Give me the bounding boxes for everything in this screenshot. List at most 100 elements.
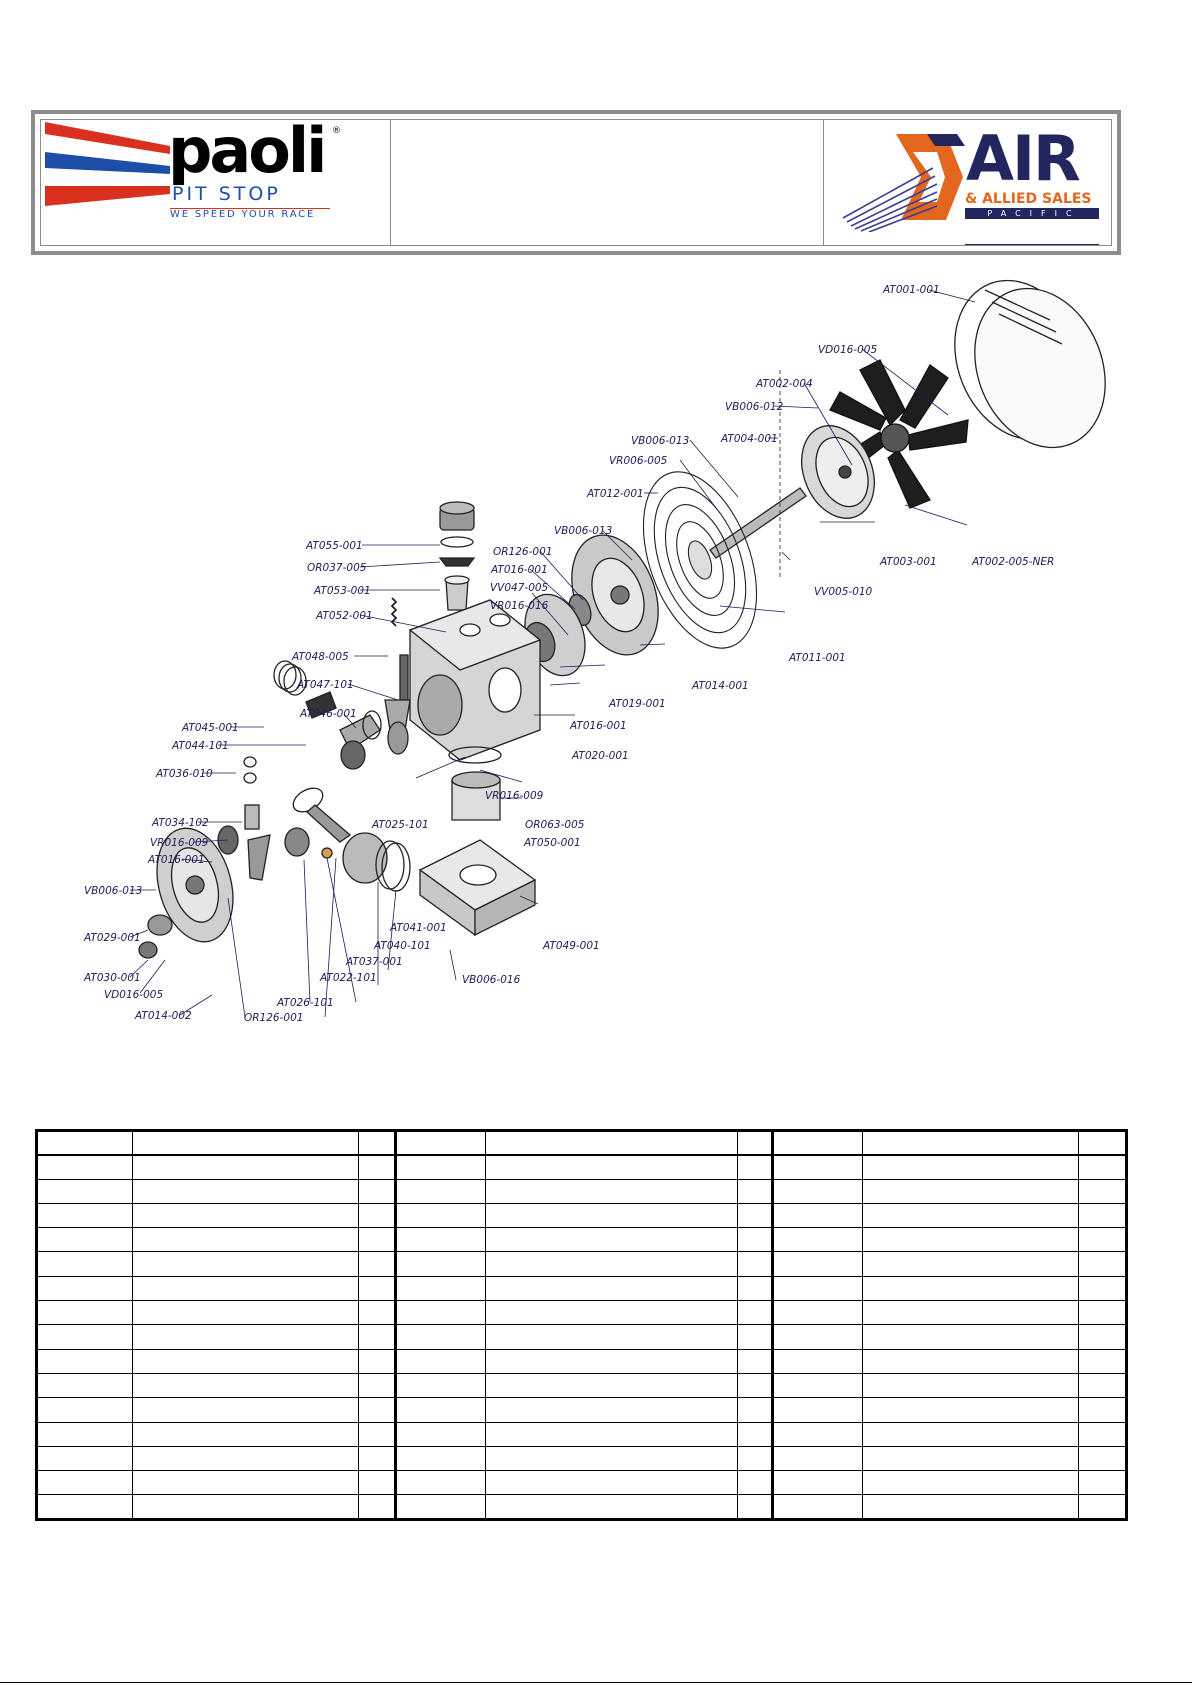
table-cell: [358, 1300, 396, 1326]
table-cell: [394, 1202, 486, 1229]
table-cell: [737, 1494, 773, 1520]
part-label: AT002-005-NER: [972, 556, 1055, 568]
table-cell: [771, 1202, 863, 1229]
table-cell: [132, 1445, 359, 1472]
table-cell: [394, 1251, 486, 1277]
shaft-drawing: [709, 370, 807, 580]
table-cell: [394, 1154, 486, 1180]
table-cell: [862, 1227, 1079, 1253]
part-label: OR126-001: [244, 1012, 304, 1024]
part-label: AT036-010: [156, 768, 213, 780]
table-row: [36, 1178, 1127, 1204]
table-cell: [394, 1445, 486, 1472]
table-cell: [358, 1397, 396, 1423]
table-cell: [36, 1421, 133, 1447]
parts-list-table: [35, 1129, 1128, 1521]
table-cell: [1078, 1275, 1127, 1302]
table-cell: [394, 1227, 486, 1253]
part-label: VR016-016: [490, 600, 549, 612]
paoli-slogan: WE SPEED YOUR RACE: [170, 208, 330, 220]
table-cell: [1078, 1470, 1127, 1496]
table-cell: [737, 1300, 773, 1326]
table-cell: [132, 1275, 359, 1302]
part-label: AT053-001: [314, 585, 371, 597]
title-block-frame: paoli ® PIT STOP WE SPEED YOUR RACE AIR …: [40, 119, 1112, 246]
table-cell: [358, 1470, 396, 1496]
table-cell: [394, 1300, 486, 1326]
table-cell: [485, 1154, 738, 1180]
table-cell: [358, 1154, 396, 1180]
exploded-view-diagram: AT001-001 VD016-005 AT002-004 VB006-012 …: [0, 260, 1192, 1050]
title-block-divider-right: [823, 120, 824, 245]
table-cell: [771, 1300, 863, 1326]
table-row: [36, 1494, 1127, 1520]
table-cell: [36, 1494, 133, 1520]
table-cell: [862, 1494, 1079, 1520]
table-cell: [132, 1397, 359, 1423]
part-label: VD016-005: [818, 344, 878, 356]
table-cell: [36, 1154, 133, 1180]
table-cell: [394, 1494, 486, 1520]
table-cell: [132, 1348, 359, 1374]
part-label: AT019-001: [609, 698, 666, 710]
table-cell: [485, 1129, 738, 1156]
table-cell: [132, 1251, 359, 1277]
table-cell: [737, 1275, 773, 1302]
table-cell: [862, 1300, 1079, 1326]
cylinder-drawing: [448, 746, 502, 821]
table-cell: [394, 1348, 486, 1374]
table-cell: [36, 1202, 133, 1229]
base-plate-drawing: [418, 839, 537, 937]
table-row: [36, 1348, 1127, 1374]
table-cell: [771, 1251, 863, 1277]
table-cell: [1078, 1251, 1127, 1277]
part-label: AT001-001: [883, 284, 940, 296]
oil-cap-stack-drawing: [438, 501, 476, 611]
table-cell: [394, 1421, 486, 1447]
table-cell: [132, 1372, 359, 1399]
table-cell: [358, 1324, 396, 1350]
air-underline: [965, 244, 1099, 245]
air-wordmark: AIR: [966, 122, 1081, 195]
table-cell: [485, 1202, 738, 1229]
part-label: AT002-004: [756, 378, 813, 390]
part-label: OR126-001: [493, 546, 553, 558]
crankcase-drawing: [408, 599, 542, 761]
table-row: [36, 1275, 1127, 1302]
fan-cover-drawing: [954, 279, 1106, 449]
part-label: OR037-005: [307, 562, 367, 574]
part-label: VB006-013: [631, 435, 690, 447]
table-cell: [771, 1129, 863, 1156]
allied-sales-text: & ALLIED SALES: [965, 191, 1092, 207]
table-cell: [737, 1445, 773, 1472]
table-cell: [1078, 1348, 1127, 1374]
table-cell: [771, 1154, 863, 1180]
table-row: [36, 1421, 1127, 1447]
table-cell: [358, 1129, 396, 1156]
part-label: VV005-010: [814, 586, 873, 598]
part-label: AT049-001: [543, 940, 600, 952]
table-cell: [485, 1251, 738, 1277]
part-label: AT041-001: [390, 922, 447, 934]
registered-mark: ®: [332, 126, 341, 136]
table-cell: [485, 1178, 738, 1204]
part-label: AT030-001: [84, 972, 141, 984]
table-row: [36, 1397, 1127, 1423]
part-label: AT044-101: [172, 740, 229, 752]
table-cell: [862, 1348, 1079, 1374]
table-cell: [737, 1202, 773, 1229]
table-row: [36, 1372, 1127, 1399]
table-cell: [1078, 1154, 1127, 1180]
part-label: VB006-016: [462, 974, 521, 986]
page-bottom-rule: [0, 1682, 1192, 1683]
table-cell: [394, 1178, 486, 1204]
part-label: VB006-012: [725, 401, 784, 413]
part-label: AT025-101: [372, 819, 429, 831]
part-label: AT046-001: [300, 708, 357, 720]
table-cell: [394, 1129, 486, 1156]
table-row: [36, 1300, 1127, 1326]
table-cell: [36, 1324, 133, 1350]
table-cell: [485, 1494, 738, 1520]
part-label: VR016-009: [150, 837, 209, 849]
table-cell: [132, 1300, 359, 1326]
